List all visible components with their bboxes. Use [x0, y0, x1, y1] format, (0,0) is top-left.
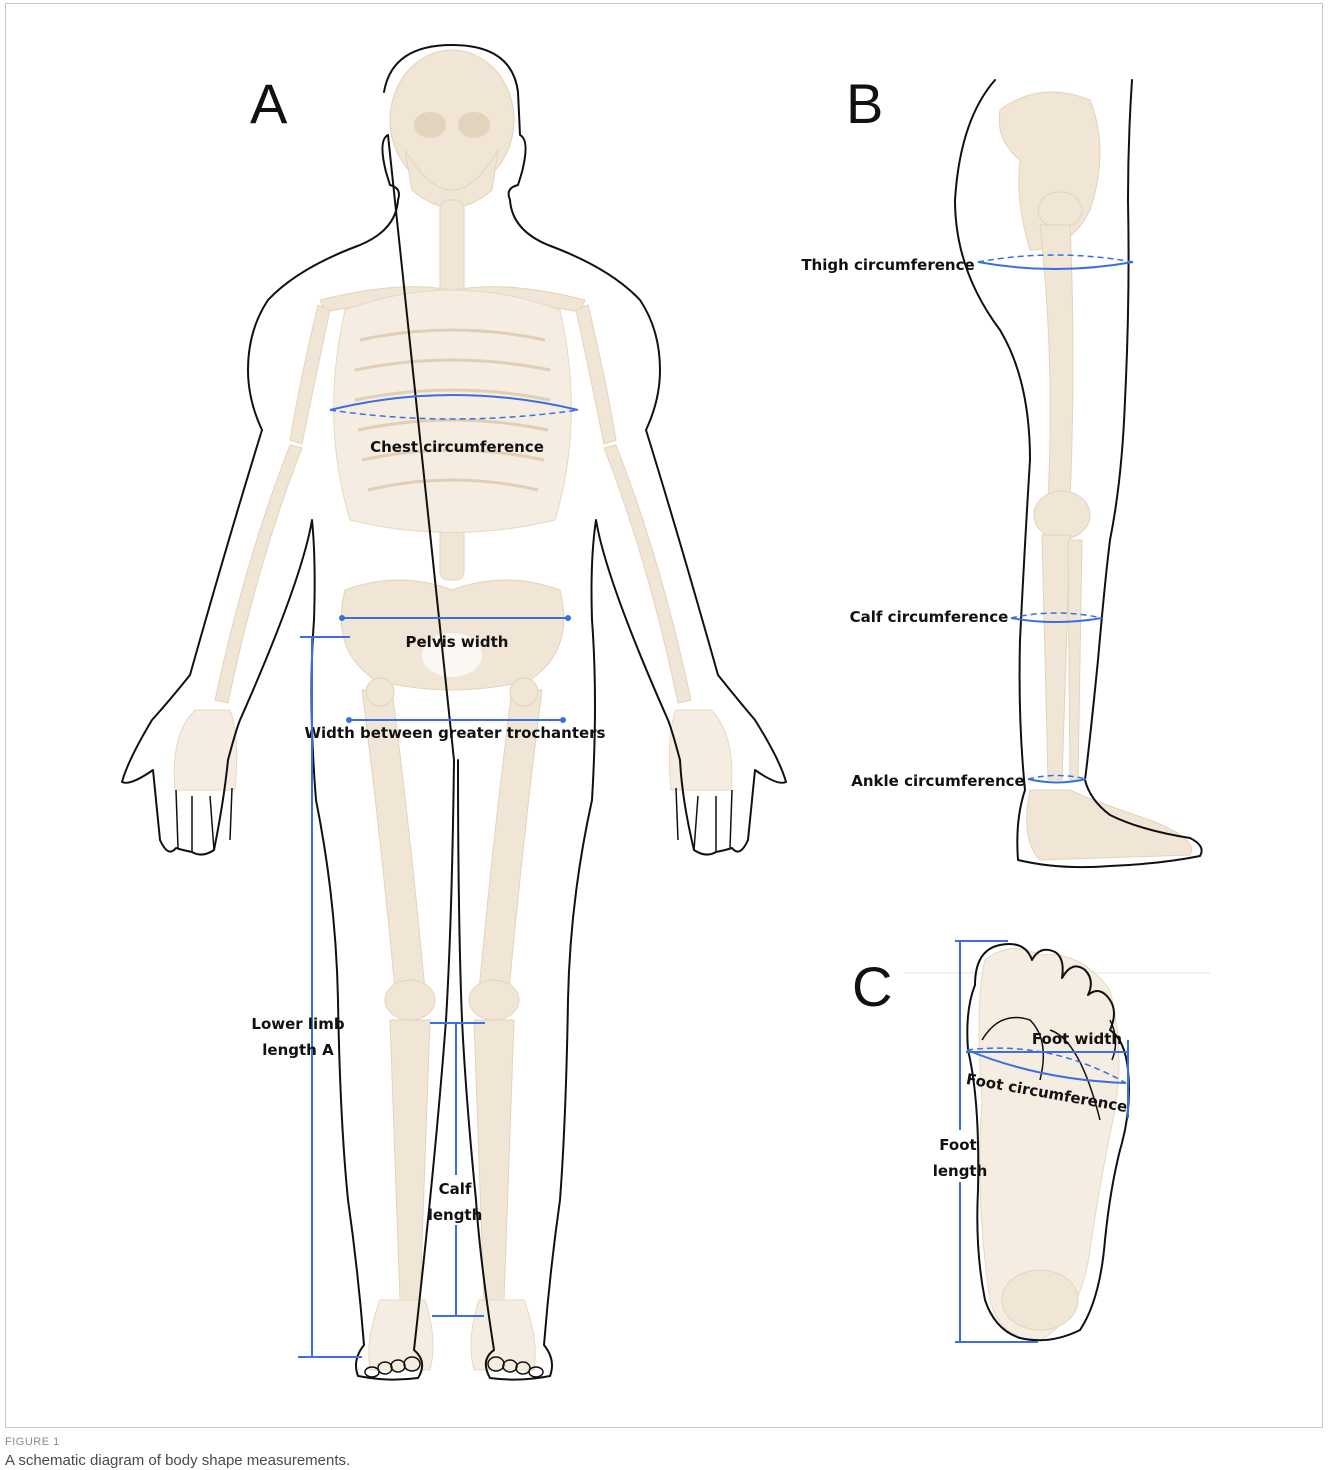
lower-limb-length-measure: [298, 637, 362, 1357]
ankle-circumference-label: Ankle circumference: [851, 772, 1024, 790]
foot-width-label: Foot width: [1032, 1030, 1122, 1048]
lower-limb-length-label-1: Lower limb: [251, 1015, 344, 1033]
panel-a-letter: A: [250, 72, 288, 135]
panel-c: C Foot length Foot width Foot circumfere: [852, 941, 1210, 1342]
skeleton-front: [174, 50, 732, 1370]
panel-b-letter: B: [846, 72, 883, 135]
calf-circumference-label: Calf circumference: [850, 608, 1009, 626]
figure-caption: A schematic diagram of body shape measur…: [5, 1452, 350, 1469]
foot-length-label-1: Foot: [939, 1136, 976, 1154]
foot-length-label-2: length: [933, 1162, 988, 1180]
panel-b: B Thigh circumference Calf circumference: [801, 72, 1201, 867]
thigh-circumference-label: Thigh circumference: [801, 256, 974, 274]
calf-length-label-2: length: [428, 1206, 483, 1224]
body-measurement-diagram: A: [0, 0, 1328, 1430]
trochanter-width-label: Width between greater trochanters: [305, 724, 606, 742]
panel-c-letter: C: [852, 955, 892, 1018]
lower-limb-length-label-2: length A: [262, 1041, 334, 1059]
panel-a: A: [122, 45, 786, 1380]
pelvis-width-label: Pelvis width: [406, 633, 509, 651]
chest-circumference-label: Chest circumference: [370, 438, 544, 456]
calf-length-label-1: Calf: [439, 1180, 472, 1198]
figure-label: FIGURE 1: [5, 1436, 60, 1448]
